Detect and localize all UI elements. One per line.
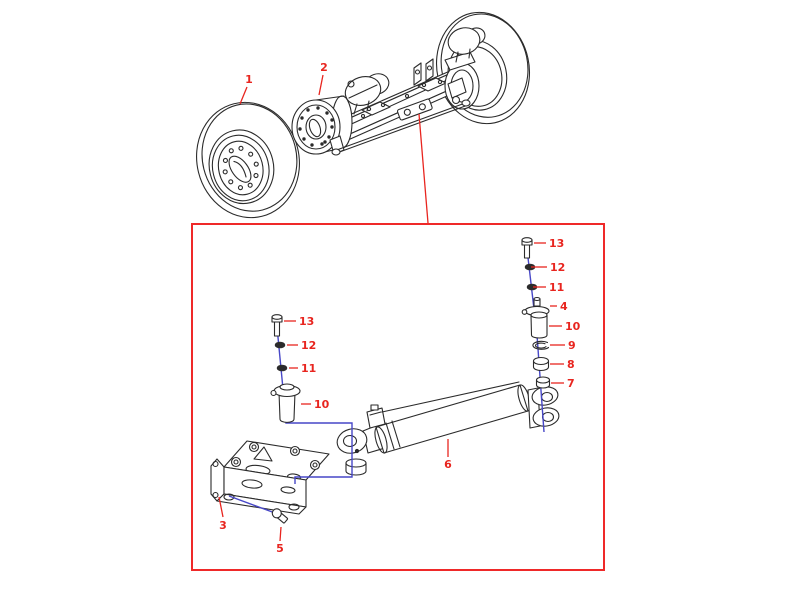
steering-damper-on-axle: [396, 98, 433, 121]
svg-text:6: 6: [444, 458, 452, 471]
callout-12-right: 12: [531, 261, 565, 274]
mounting-bracket: [210, 440, 330, 515]
callout-8: 8: [550, 358, 575, 371]
svg-text:11: 11: [301, 362, 316, 375]
right-wheel: [435, 11, 531, 125]
callout-2: 2: [318, 61, 328, 96]
svg-text:7: 7: [567, 377, 575, 390]
callout-10-right: 10: [549, 320, 581, 333]
svg-text:13: 13: [299, 315, 314, 328]
callout-1-label: 1: [245, 73, 253, 86]
detail-leader-line: [418, 113, 429, 224]
cylinder-clevis: [527, 386, 560, 429]
callout-1: 1: [239, 73, 253, 105]
svg-text:4: 4: [560, 300, 568, 313]
tie-rod: [331, 99, 471, 156]
svg-text:10: 10: [565, 320, 581, 333]
svg-text:13: 13: [549, 237, 564, 250]
eye-bushing: [345, 458, 367, 476]
ring-8: [532, 356, 550, 372]
main-assembly-view: 1 2: [196, 11, 531, 224]
svg-text:11: 11: [549, 281, 564, 294]
snap-ring-9: [532, 340, 550, 350]
svg-text:5: 5: [276, 542, 284, 555]
callout-10-left: 10: [301, 398, 330, 411]
left-wheel: [196, 101, 300, 219]
left-fastener-stack: [270, 314, 301, 423]
callout-4: 4: [550, 300, 568, 313]
svg-text:3: 3: [219, 519, 227, 532]
left-hub-drum: [291, 95, 353, 155]
screw-13-left: [271, 314, 283, 337]
screw-13-right: [521, 237, 533, 259]
pin-10-left: [270, 383, 301, 423]
callout-3: 3: [218, 496, 227, 532]
callout-2-label: 2: [320, 61, 328, 74]
callout-13-left: 13: [284, 315, 314, 328]
callout-9: 9: [550, 339, 576, 352]
callout-7: 7: [551, 377, 575, 390]
callout-5: 5: [276, 526, 284, 555]
callout-6: 6: [444, 439, 452, 471]
brake-chamber-left: [344, 73, 390, 115]
callout-11-right: 11: [533, 281, 564, 294]
cylinder-barrel: [374, 381, 531, 454]
svg-text:10: 10: [314, 398, 330, 411]
pin-10-right: [530, 311, 548, 339]
detail-view: 13 12 11 10 13 12: [210, 237, 581, 555]
washer-12-left: [274, 341, 286, 349]
callout-11-left: 11: [289, 362, 316, 375]
assembly-line-bolt5: [228, 495, 276, 514]
wheel-bolt-circle: [222, 145, 259, 191]
detail-box: [191, 223, 605, 571]
right-knuckle-assembly: [444, 27, 486, 110]
detail-callouts: 13 12 11 10 13 12: [218, 237, 581, 555]
beam-bracket-ears: [413, 58, 434, 86]
callout-13-right: 13: [534, 237, 564, 250]
ring-7: [535, 376, 551, 389]
bracket-bolt: [271, 508, 289, 524]
right-fastener-stack: [521, 237, 551, 389]
svg-text:8: 8: [567, 358, 575, 371]
svg-text:12: 12: [301, 339, 316, 352]
svg-text:9: 9: [568, 339, 576, 352]
washer-11-left: [276, 364, 288, 372]
hub-stud-circle: [298, 106, 334, 147]
callout-12-left: 12: [287, 339, 316, 352]
svg-text:12: 12: [550, 261, 565, 274]
